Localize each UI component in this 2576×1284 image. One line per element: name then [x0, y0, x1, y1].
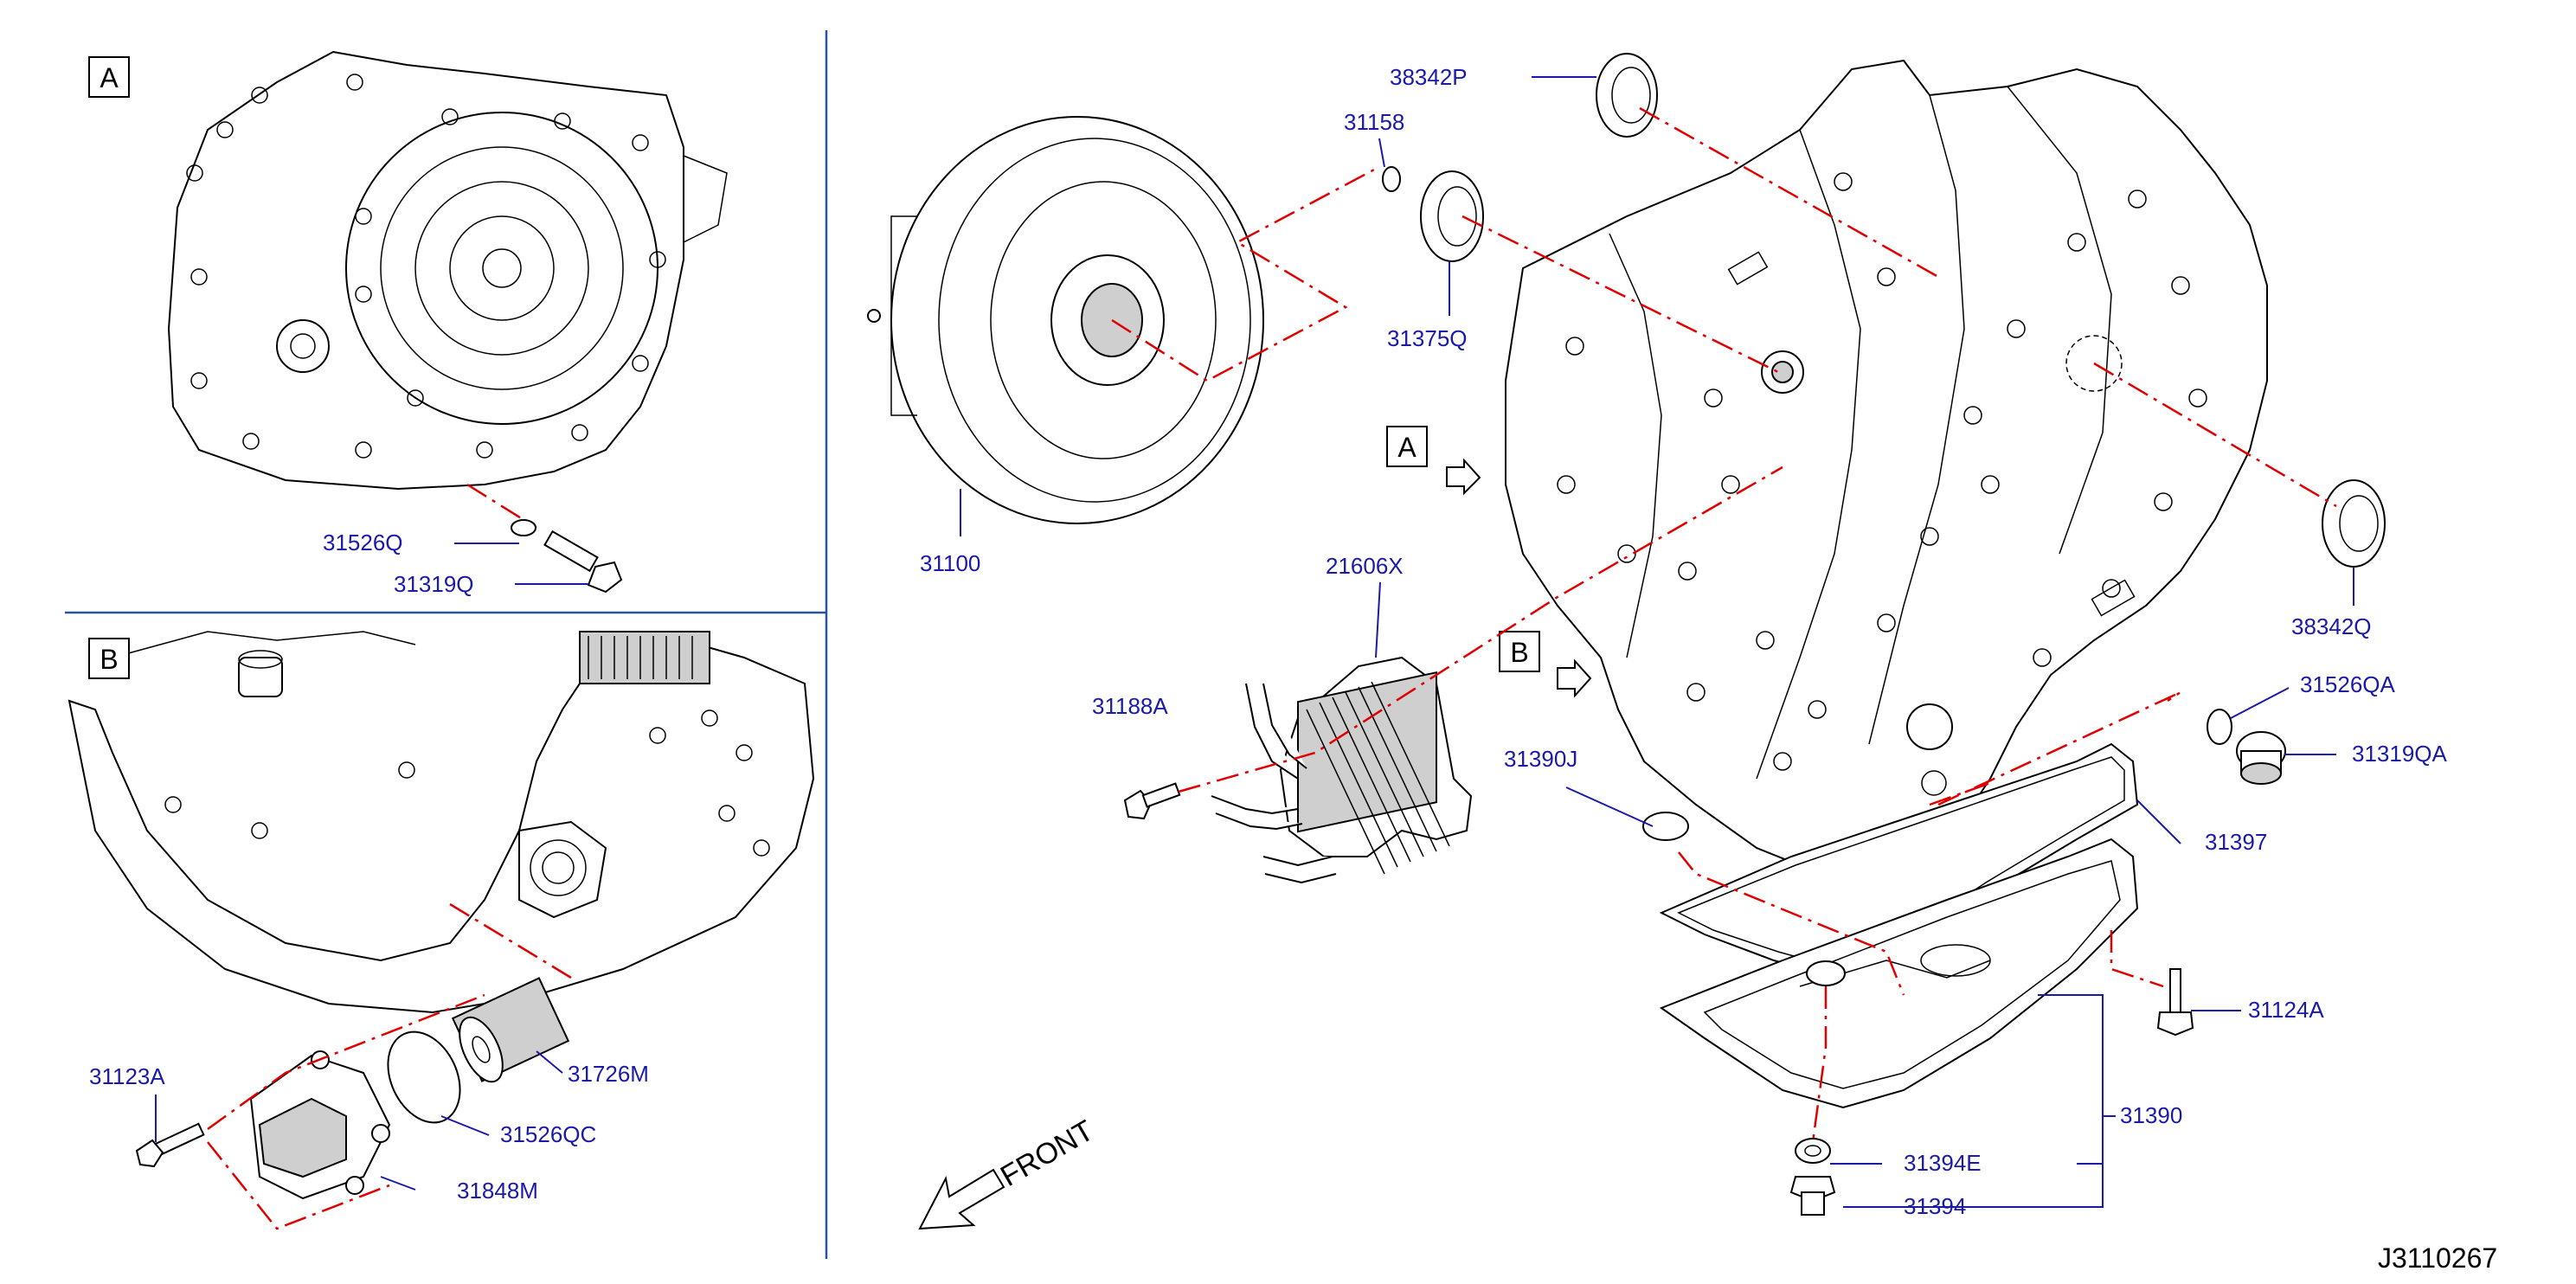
svg-text:B: B [100, 644, 118, 675]
label-31394: 31394 [1904, 1193, 1966, 1219]
cover-31848m-shape [249, 1050, 391, 1200]
bolt-31123a-shape [135, 1122, 205, 1168]
label-31319Q: 31319Q [394, 571, 474, 597]
transmission-case-shape [1505, 59, 2268, 876]
bolt-31124a-shape [2156, 968, 2194, 1037]
arrow-a-icon [1446, 458, 1481, 496]
svg-text:A: A [1397, 432, 1416, 463]
torque-converter-31100-shape [867, 116, 1264, 524]
oring-31526qa-shape [2207, 709, 2232, 745]
inset-b-tag: B [88, 638, 130, 679]
plug-31319qa-shape [2236, 731, 2286, 785]
washer-31394e-shape [1795, 1138, 1831, 1164]
label-31123A: 31123A [89, 1063, 165, 1089]
label-38342P: 38342P [1390, 64, 1468, 90]
label-31526Q: 31526Q [323, 530, 403, 555]
label-38342Q: 38342Q [2291, 613, 2372, 639]
inset-a-housing-view [167, 50, 728, 491]
leader-a-housing [466, 483, 537, 530]
seal-31375q-shape [1420, 170, 1484, 262]
inset-a-tag: A [88, 56, 130, 98]
svg-text:A: A [100, 62, 119, 93]
label-31100: 31100 [920, 550, 980, 576]
leader-converter-shaft [1111, 167, 1377, 382]
leader-oil-pan [1678, 690, 2181, 1143]
label-31390: 31390 [2120, 1102, 2182, 1128]
front-indicator: FRONT [918, 1114, 1099, 1230]
oil-pan-31390-shape [1659, 838, 2139, 1109]
label-31726M: 31726M [568, 1061, 649, 1087]
washer-31390j-shape [1642, 812, 1689, 841]
oil-cooler-21606x-shape [1211, 656, 1473, 884]
leader-case-seals [1461, 106, 2337, 508]
diagram-code: J3110267 [2378, 1242, 2497, 1274]
label-31124A: 31124A [2248, 997, 2324, 1023]
label-31319QA: 31319QA [2352, 741, 2448, 767]
leader-cooler [1178, 465, 1783, 793]
label-31375Q: 31375Q [1387, 325, 1468, 351]
label-31390J: 31390J [1504, 746, 1577, 772]
oring-31526qc-shape [387, 1030, 461, 1124]
callout-lines [155, 76, 2354, 1208]
drain-plug-31394-shape [1789, 1176, 1836, 1216]
front-arrow-icon [918, 1168, 1005, 1230]
label-31188A: 31188A [1092, 693, 1168, 719]
svg-text:B: B [1510, 637, 1528, 668]
bolt-31188a-shape [1123, 782, 1181, 820]
part-labels: 31526Q 31319Q 31100 38342P 31158 31375Q … [89, 64, 2448, 1219]
front-label: FRONT [995, 1114, 1099, 1192]
gasket-31526q-shape [511, 519, 536, 536]
label-31848M: 31848M [457, 1178, 538, 1204]
leader-b-assembly [207, 902, 572, 1230]
label-31526QA: 31526QA [2300, 671, 2396, 697]
inset-b-filter-view [67, 631, 815, 1014]
inset-b-main-tag: B [1499, 631, 1540, 672]
arrow-b-icon [1557, 658, 1592, 698]
bolt-31319q-shape [543, 530, 623, 594]
label-21606X: 21606X [1326, 553, 1404, 579]
seal-38342q-shape [2322, 479, 2386, 568]
label-31158: 31158 [1344, 109, 1404, 135]
label-31526QC: 31526QC [500, 1121, 596, 1147]
label-31397: 31397 [2205, 829, 2267, 855]
seal-38342p-shape [1596, 53, 1658, 138]
inset-a-main-tag: A [1386, 426, 1428, 467]
label-31394E: 31394E [1904, 1150, 1982, 1176]
oring-31158-shape [1382, 166, 1401, 192]
filter-31726m-shape [451, 977, 570, 1083]
